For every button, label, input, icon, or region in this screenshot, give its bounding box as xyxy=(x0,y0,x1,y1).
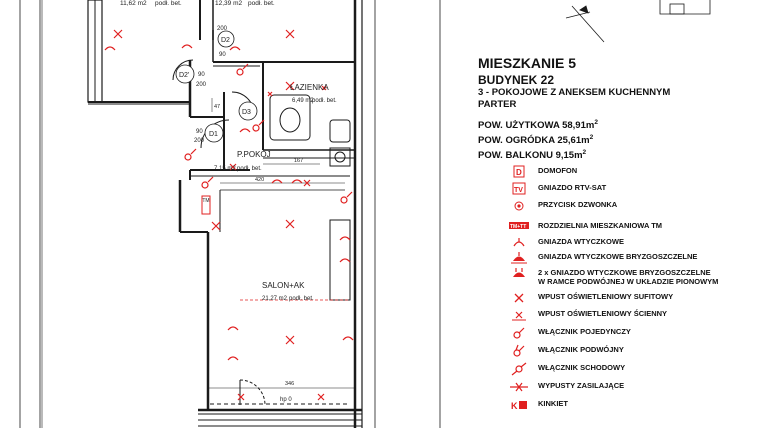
svg-text:TV: TV xyxy=(514,187,523,194)
svg-text:TM: TM xyxy=(202,198,209,204)
room-right-area: 12,39 m2 xyxy=(215,0,242,7)
bath-area: 6,49 m2 xyxy=(292,98,314,104)
apartment-info: MIESZKANIE 5 BUDYNEK 22 3 - POKOJOWE Z A… xyxy=(478,55,760,162)
svg-text:D: D xyxy=(516,168,522,177)
north-arrow-icon xyxy=(565,5,605,43)
salon-floor: podł. bet. xyxy=(289,296,314,302)
ceiling-light-icon xyxy=(514,293,524,303)
door-d1-width: 90 xyxy=(196,129,203,135)
distribution-board-icon: TM+TT xyxy=(509,222,529,230)
door-d2p-height: 200 xyxy=(196,82,207,88)
door-d2-width: 90 xyxy=(219,52,226,58)
key-plan-icon xyxy=(659,0,711,15)
wall-light-icon xyxy=(512,311,526,321)
dim-167: 167 xyxy=(294,158,303,164)
door-d2p-width: 90 xyxy=(198,72,205,78)
legend-label: WYPUSTY ZASILAJĄCE xyxy=(538,381,625,390)
legend-label: PRZYCISK DZWONKA xyxy=(538,200,618,209)
socket-icon xyxy=(513,238,525,247)
legend-label: ROZDZIELNIA MIESZKANIOWA TM xyxy=(538,221,663,230)
double-switch-icon xyxy=(513,344,525,357)
garden-area: POW. OGRÓDKA 25,61m2 xyxy=(478,134,594,147)
doorbell-button-icon xyxy=(514,201,524,211)
hall-floor: podł. bet. xyxy=(237,166,262,172)
legend-item-socket: GNIAZDA WTYCZKOWE xyxy=(478,236,760,250)
legend-label: 2 x GNIAZDO WTYCZKOWE BRYZGOSZCZELNE xyxy=(538,268,711,277)
floor-level: PARTER xyxy=(478,99,517,110)
legend-label: DOMOFON xyxy=(538,166,578,175)
bath-floor: podł. bet. xyxy=(312,98,337,104)
building-name: BUDYNEK 22 xyxy=(478,73,555,87)
door-d2-label: D2 xyxy=(221,37,230,44)
legend-item-board: TM+TT ROZDZIELNIA MIESZKANIOWA TM xyxy=(478,220,760,234)
door-d2-height: 200 xyxy=(217,26,228,32)
legend-item-wall-light: WPUST OŚWIETLENIOWY ŚCIENNY xyxy=(478,308,760,322)
room-left-area: 11,62 m2 xyxy=(120,0,147,7)
wall-lamp-icon: K xyxy=(511,401,527,411)
legend-item-tv: TV GNIAZDO RTV-SAT xyxy=(478,182,760,196)
power-outlet-icon xyxy=(510,382,528,392)
dim-420: 420 xyxy=(255,177,264,183)
door-d3-label: D3 xyxy=(242,109,251,116)
apartment-type: 3 - POKOJOWE Z ANEKSEM KUCHENNYM xyxy=(478,87,671,98)
room-left-floor: podł. bet. xyxy=(155,0,182,7)
floor-plan: TM 11,62 m2 podł. bet. 12,39 m2 podł. be… xyxy=(19,0,441,428)
legend-label: WPUST OŚWIETLENIOWY ŚCIENNY xyxy=(538,309,668,318)
legend-label: GNIAZDA WTYCZKOWE xyxy=(538,237,624,246)
dim-346: 346 xyxy=(285,381,294,387)
legend-label: WŁĄCZNIK POJEDYNCZY xyxy=(538,327,631,336)
dim-hp: hp 0 xyxy=(280,397,292,403)
balcony-area: POW. BALKONU 9,15m2 xyxy=(478,149,587,162)
apartment-title: MIESZKANIE 5 xyxy=(478,55,577,71)
legend-item-double-socket: 2 x GNIAZDO WTYCZKOWE BRYZGOSZCZELNE W R… xyxy=(478,267,760,289)
legend-item-splashproof: GNIAZDA WTYCZKOWE BRYZGOSZCZELNE xyxy=(478,251,760,265)
legend-label: GNIAZDO RTV-SAT xyxy=(538,183,607,192)
legend-item-ceiling-light: WPUST OŚWIETLENIOWY SUFITOWY xyxy=(478,291,760,305)
door-d1-label: D1 xyxy=(209,131,218,138)
legend-label: WŁĄCZNIK PODWÓJNY xyxy=(538,345,624,354)
door-d2p-label: D2' xyxy=(179,72,189,79)
hall-name: P.POKÓJ xyxy=(237,150,271,159)
legend-item-doorbell: PRZYCISK DZWONKA xyxy=(478,199,760,213)
legend-item-stair-switch: WŁĄCZNIK SCHODOWY xyxy=(478,362,760,376)
legend-label: WPUST OŚWIETLENIOWY SUFITOWY xyxy=(538,292,674,301)
legend-item-power-outlet: WYPUSTY ZASILAJĄCE xyxy=(478,380,760,394)
single-switch-icon xyxy=(513,327,525,339)
hall-area: 7,15 m2 xyxy=(214,166,236,172)
double-socket-icon xyxy=(513,268,525,277)
legend-label: KINKIET xyxy=(538,399,568,408)
usable-area: POW. UŻYTKOWA 58,91m2 xyxy=(478,119,598,132)
legend-label: WŁĄCZNIK SCHODOWY xyxy=(538,363,626,372)
intercom-icon: D xyxy=(513,165,525,178)
door-d1-height: 200 xyxy=(194,138,205,144)
legend-label: GNIAZDA WTYCZKOWE BRYZGOSZCZELNE xyxy=(538,252,698,261)
legend-item-double-switch: WŁĄCZNIK PODWÓJNY xyxy=(478,344,760,358)
bath-name: ŁAZIENKA xyxy=(290,83,329,92)
salon-area: 21,27 m2 xyxy=(262,296,288,302)
svg-text:TM+TT: TM+TT xyxy=(510,224,526,230)
svg-text:K: K xyxy=(511,401,518,411)
legend-item-intercom: D DOMOFON xyxy=(478,165,760,179)
tv-socket-icon: TV xyxy=(512,182,526,195)
dim-47: 47 xyxy=(214,104,220,110)
legend-item-wall-lamp: K KINKIET xyxy=(478,398,760,412)
legend-item-single-switch: WŁĄCZNIK POJEDYNCZY xyxy=(478,326,760,340)
room-right-floor: podł. bet. xyxy=(248,0,275,7)
stair-switch-icon xyxy=(511,362,527,376)
legend-label-2: W RAMCE PODWÓJNEJ W UKŁADZIE PIONOWYM xyxy=(538,277,719,286)
splashproof-socket-icon xyxy=(511,252,527,264)
salon-name: SALON+AK xyxy=(262,281,305,290)
